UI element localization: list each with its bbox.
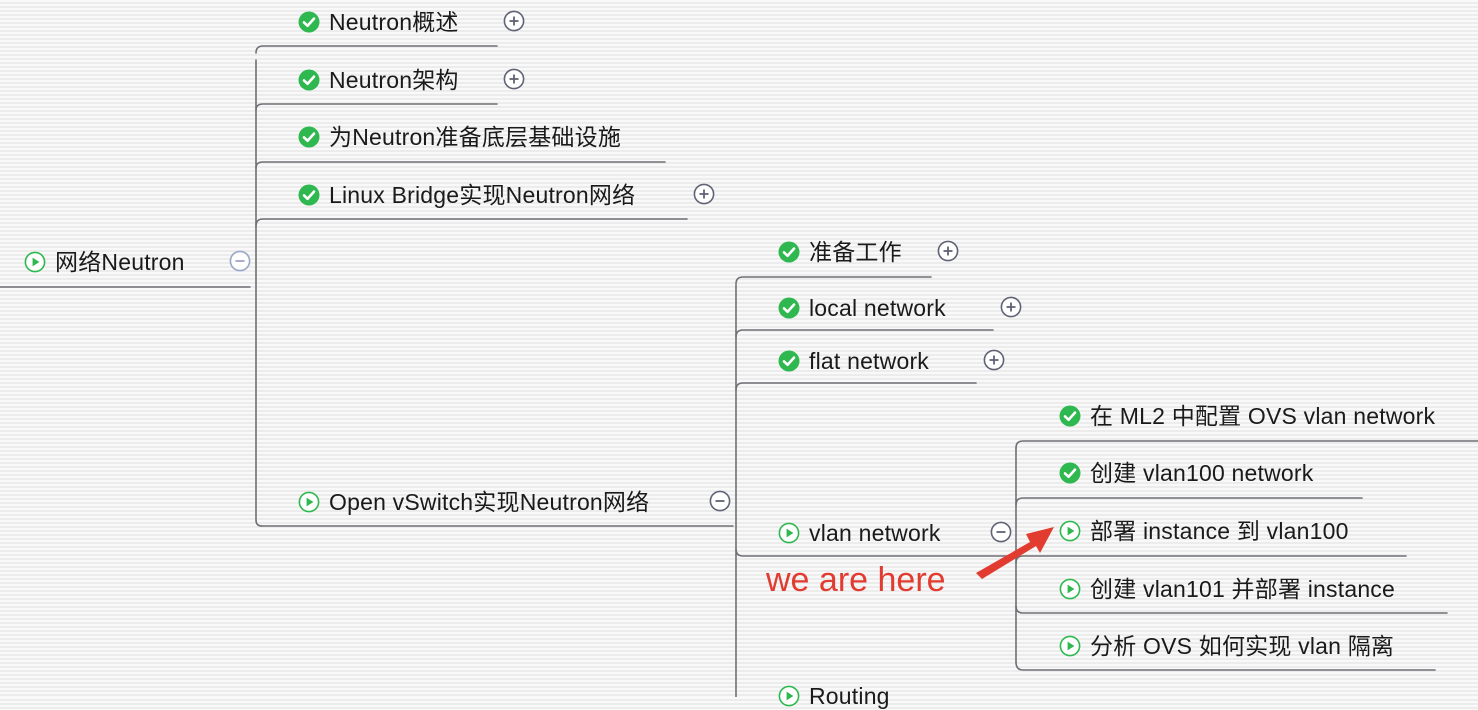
check-icon [298,11,320,33]
node-vlan-network[interactable]: vlan network [778,519,941,547]
check-icon [1059,405,1081,427]
expand-toggle-icon[interactable] [1000,296,1022,318]
node-label: Open vSwitch实现Neutron网络 [329,489,650,515]
node-flat-network[interactable]: flat network [778,347,929,375]
play-icon [24,251,46,273]
collapse-toggle-icon[interactable] [229,250,251,272]
node-label: 为Neutron准备底层基础设施 [329,124,622,150]
node-label: local network [809,295,946,321]
node-label: Routing [809,683,890,709]
annotation-arrow-icon [976,527,1054,579]
node-neutron-architecture[interactable]: Neutron架构 [298,66,459,94]
expand-toggle-icon[interactable] [503,10,525,32]
node-root-neutron[interactable]: 网络Neutron [24,248,185,276]
play-icon [778,522,800,544]
expand-toggle-icon[interactable] [503,68,525,90]
collapse-toggle-icon[interactable] [709,490,731,512]
check-icon [1059,462,1081,484]
expand-toggle-icon[interactable] [693,183,715,205]
node-label: 创建 vlan101 并部署 instance [1090,576,1396,602]
node-label: flat network [809,348,930,374]
node-label: 创建 vlan100 network [1090,460,1314,486]
check-icon [778,241,800,263]
check-icon [298,126,320,148]
check-icon [778,350,800,372]
node-routing[interactable]: Routing [778,682,890,710]
play-icon [1059,578,1081,600]
check-icon [778,297,800,319]
node-create-vlan100[interactable]: 创建 vlan100 network [1059,459,1313,487]
collapse-toggle-icon[interactable] [990,521,1012,543]
node-label: vlan network [809,520,941,546]
play-icon [1059,635,1081,657]
node-label: Linux Bridge实现Neutron网络 [329,182,636,208]
play-icon [298,491,320,513]
node-create-vlan101[interactable]: 创建 vlan101 并部署 instance [1059,575,1395,603]
node-local-network[interactable]: local network [778,294,946,322]
node-ml2-config[interactable]: 在 ML2 中配置 OVS vlan network [1059,402,1435,430]
node-label: Neutron概述 [329,9,459,35]
node-analyze-ovs[interactable]: 分析 OVS 如何实现 vlan 隔离 [1059,632,1394,660]
node-label: 在 ML2 中配置 OVS vlan network [1090,403,1436,429]
node-label: 准备工作 [809,239,902,265]
play-icon [778,685,800,707]
check-icon [298,184,320,206]
annotation-text: we are here [766,561,946,599]
node-label: Neutron架构 [329,67,459,93]
node-label: 网络Neutron [55,249,185,275]
expand-toggle-icon[interactable] [937,240,959,262]
play-icon [1059,520,1081,542]
node-linux-bridge[interactable]: Linux Bridge实现Neutron网络 [298,181,635,209]
node-deploy-vlan100[interactable]: 部署 instance 到 vlan100 [1059,517,1349,545]
expand-toggle-icon[interactable] [983,349,1005,371]
node-neutron-overview[interactable]: Neutron概述 [298,8,459,36]
node-label: 部署 instance 到 vlan100 [1090,518,1349,544]
node-infrastructure[interactable]: 为Neutron准备底层基础设施 [298,123,621,151]
node-open-vswitch[interactable]: Open vSwitch实现Neutron网络 [298,488,649,516]
node-prep-work[interactable]: 准备工作 [778,238,902,266]
node-label: 分析 OVS 如何实现 vlan 隔离 [1090,633,1395,659]
check-icon [298,69,320,91]
